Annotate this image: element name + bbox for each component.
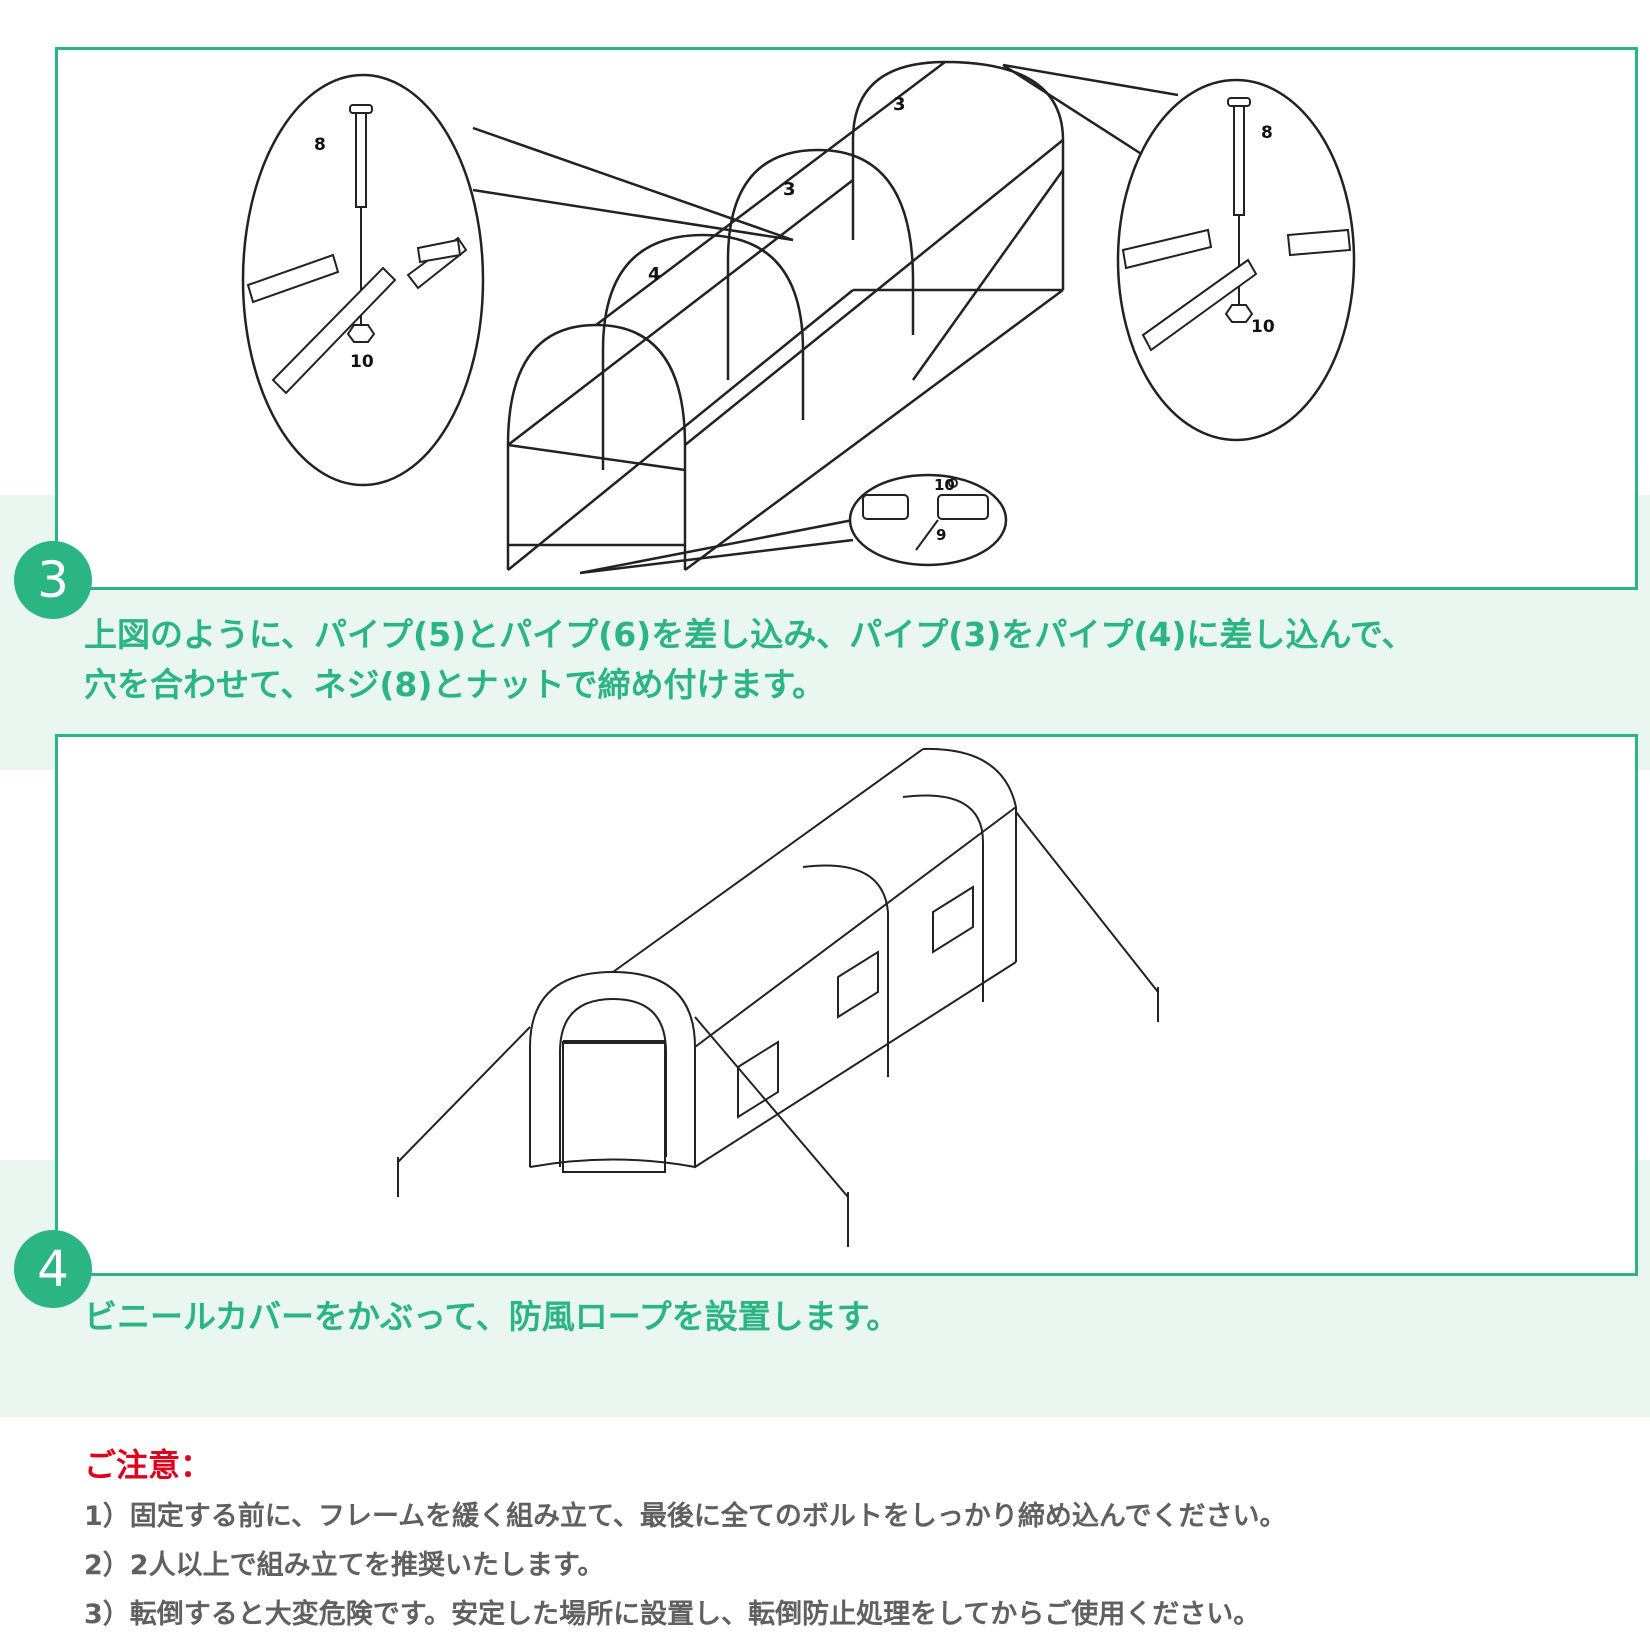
pipe-label: 4 — [648, 264, 661, 285]
step3-line1: 上図のように、パイプ(5)とパイプ(6)を差し込み、パイプ(3)をパイプ(4)に… — [84, 615, 1415, 654]
pipe-label: 3 — [783, 179, 796, 200]
note-item: 2）2人以上で組み立てを推奨いたします。 — [84, 1550, 605, 1581]
note-item: 3）転倒すると大変危険です。安定した場所に設置し、転倒防止処理をしてからご使用く… — [84, 1599, 1261, 1630]
bolt-label: 8 — [314, 135, 326, 155]
screw-label: 9 — [936, 526, 946, 544]
nut-label: 10 — [934, 476, 955, 494]
step3-number-badge: 3 — [14, 541, 92, 619]
pipe-label: 3 — [893, 94, 906, 115]
nut-label: 10 — [1251, 317, 1275, 337]
step3-diagram-frame: 3 3 4 8 10 — [55, 47, 1638, 590]
note-item: 1）固定する前に、フレームを緩く組み立て、最後に全てのボルトをしっかり締め込んで… — [84, 1501, 1287, 1532]
bolt-label: 8 — [1261, 123, 1273, 143]
notes-list: 1）固定する前に、フレームを緩く組み立て、最後に全てのボルトをしっかり締め込んで… — [84, 1492, 1286, 1639]
frame-assembly-diagram: 3 3 4 8 10 — [241, 60, 1356, 575]
step4-diagram-frame — [55, 734, 1638, 1276]
notes-title: ご注意： — [84, 1446, 213, 1484]
bottom-detail-inset: 10 9 — [848, 473, 1008, 567]
nut-label: 10 — [350, 352, 374, 372]
left-detail-inset: 8 10 — [241, 73, 485, 487]
step3-line2: 穴を合わせて、ネジ(8)とナットで締め付けます。 — [84, 665, 826, 704]
right-detail-inset: 8 10 — [1116, 78, 1356, 442]
covered-greenhouse-diagram — [397, 747, 1159, 1247]
step4-instruction: ビニールカバーをかぶって、防風ロープを設置します。 — [84, 1297, 900, 1336]
step4-number-badge: 4 — [14, 1230, 92, 1308]
